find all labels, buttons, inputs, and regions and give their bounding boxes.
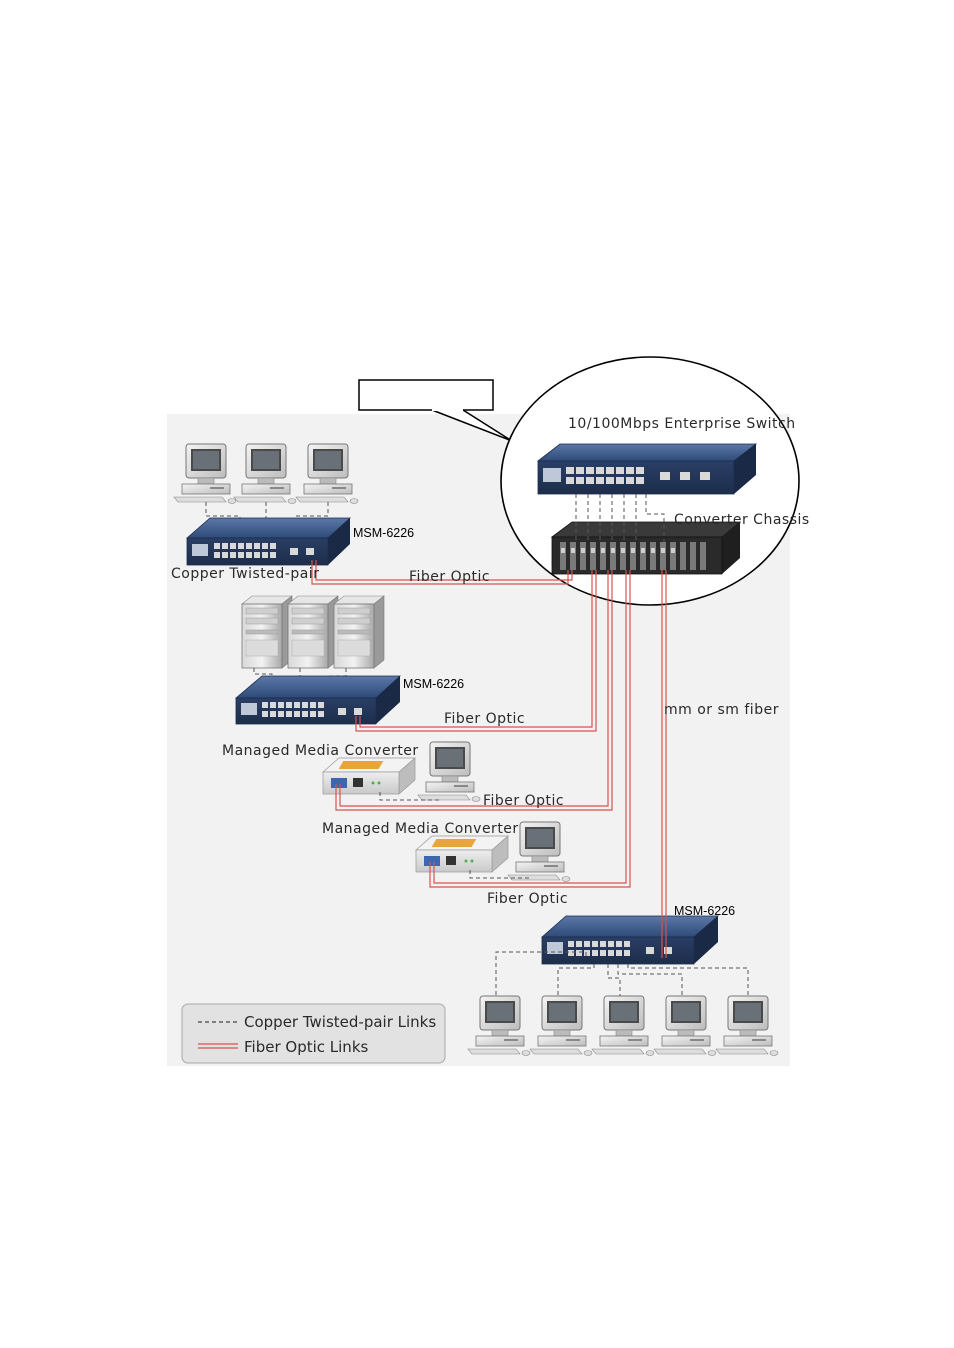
legend-copper-label: Copper Twisted-pair Links xyxy=(244,1013,436,1031)
msm-switch-1 xyxy=(185,517,352,566)
converter-chassis xyxy=(550,521,742,575)
converter-1-copper-link xyxy=(379,792,440,801)
legend-fiber-label: Fiber Optic Links xyxy=(244,1038,368,1056)
managed-converter-label-2: Managed Media Converter xyxy=(322,821,519,837)
msm-label-2: MSM-6226 xyxy=(403,677,464,691)
msm-switch-3 xyxy=(540,915,720,965)
fiber-optic-label-2: Fiber Optic xyxy=(444,711,525,727)
converter-chassis-label: Converter Chassis xyxy=(674,512,810,528)
msm-label-1: MSM-6226 xyxy=(353,526,414,540)
enterprise-switch-label: 10/100Mbps Enterprise Switch xyxy=(568,416,796,432)
server-group xyxy=(241,595,385,669)
converter-2-copper-link xyxy=(469,870,530,879)
callout-bubble xyxy=(358,379,513,442)
msm-switch-2 xyxy=(234,675,402,725)
copper-twisted-pair-label: Copper Twisted-pair xyxy=(171,566,319,582)
fiber-optic-label-3: Fiber Optic xyxy=(483,793,564,809)
enterprise-switch xyxy=(536,443,758,495)
fiber-optic-label-4: Fiber Optic xyxy=(487,891,568,907)
mm-sm-fiber-label: mm or sm fiber xyxy=(664,702,779,718)
legend: Copper Twisted-pair Links Fiber Optic Li… xyxy=(181,1003,446,1064)
media-converter-1 xyxy=(322,757,416,795)
fiber-links xyxy=(311,560,667,958)
msm-label-3: MSM-6226 xyxy=(674,904,735,918)
core-copper-links xyxy=(575,494,665,542)
fiber-optic-label-1: Fiber Optic xyxy=(409,569,490,585)
bottom-copper-links xyxy=(495,951,749,996)
managed-converter-label-1: Managed Media Converter xyxy=(222,743,419,759)
